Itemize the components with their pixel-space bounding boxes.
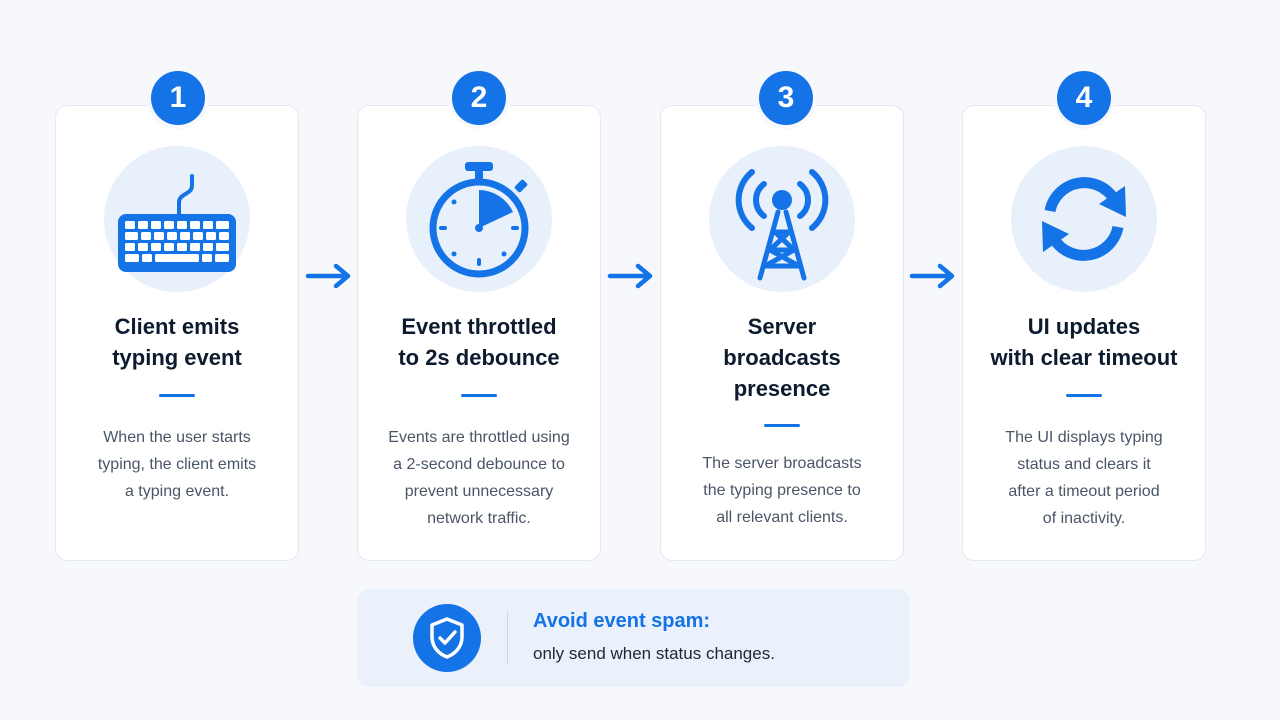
step-title: Event throttled to 2s debounce <box>398 314 560 370</box>
stopwatch-icon-circle <box>406 146 552 292</box>
arrow-right-icon <box>305 263 351 289</box>
tip-title: Avoid event spam: <box>533 610 711 632</box>
keyboard-icon <box>118 174 236 272</box>
tip-text: only send when status changes. <box>533 644 775 663</box>
step-number-badge: 1 <box>151 71 205 125</box>
arrow-right-icon <box>607 263 653 289</box>
title-divider <box>461 394 497 397</box>
step-description: When the user starts typing, the client … <box>97 429 257 500</box>
tip-callout: Avoid event spam: only send when status … <box>357 589 910 687</box>
step-description: Events are throttled using a 2-second de… <box>388 429 570 527</box>
step-number-badge: 4 <box>1057 71 1111 125</box>
arrow-right-icon <box>909 263 955 289</box>
tip-divider <box>507 611 508 665</box>
title-divider <box>1066 394 1102 397</box>
shield-check-icon-circle <box>413 604 481 672</box>
step-card-3: Server broadcasts presence The server br… <box>660 105 904 561</box>
broadcast-tower-icon <box>735 169 829 281</box>
step-card-1: Client emits typing event When the user … <box>55 105 299 561</box>
stopwatch-icon <box>429 162 529 278</box>
step-card-4: UI updates with clear timeout The UI dis… <box>962 105 1206 561</box>
refresh-icon-circle <box>1011 146 1157 292</box>
broadcast-tower-icon-circle <box>709 146 855 292</box>
step-number-badge: 2 <box>452 71 506 125</box>
step-number-badge: 3 <box>759 71 813 125</box>
title-divider <box>764 424 800 427</box>
step-title: UI updates with clear timeout <box>990 314 1178 370</box>
step-description: The UI displays typing status and clears… <box>1005 429 1163 527</box>
step-card-2: Event throttled to 2s debounce Events ar… <box>357 105 601 561</box>
step-title: Server broadcasts presence <box>723 314 841 401</box>
title-divider <box>159 394 195 397</box>
refresh-icon <box>1042 177 1126 261</box>
step-title: Client emits typing event <box>112 314 242 370</box>
step-description: The server broadcasts the typing presenc… <box>702 455 862 526</box>
keyboard-icon-circle <box>104 146 250 292</box>
shield-check-icon <box>430 617 464 659</box>
